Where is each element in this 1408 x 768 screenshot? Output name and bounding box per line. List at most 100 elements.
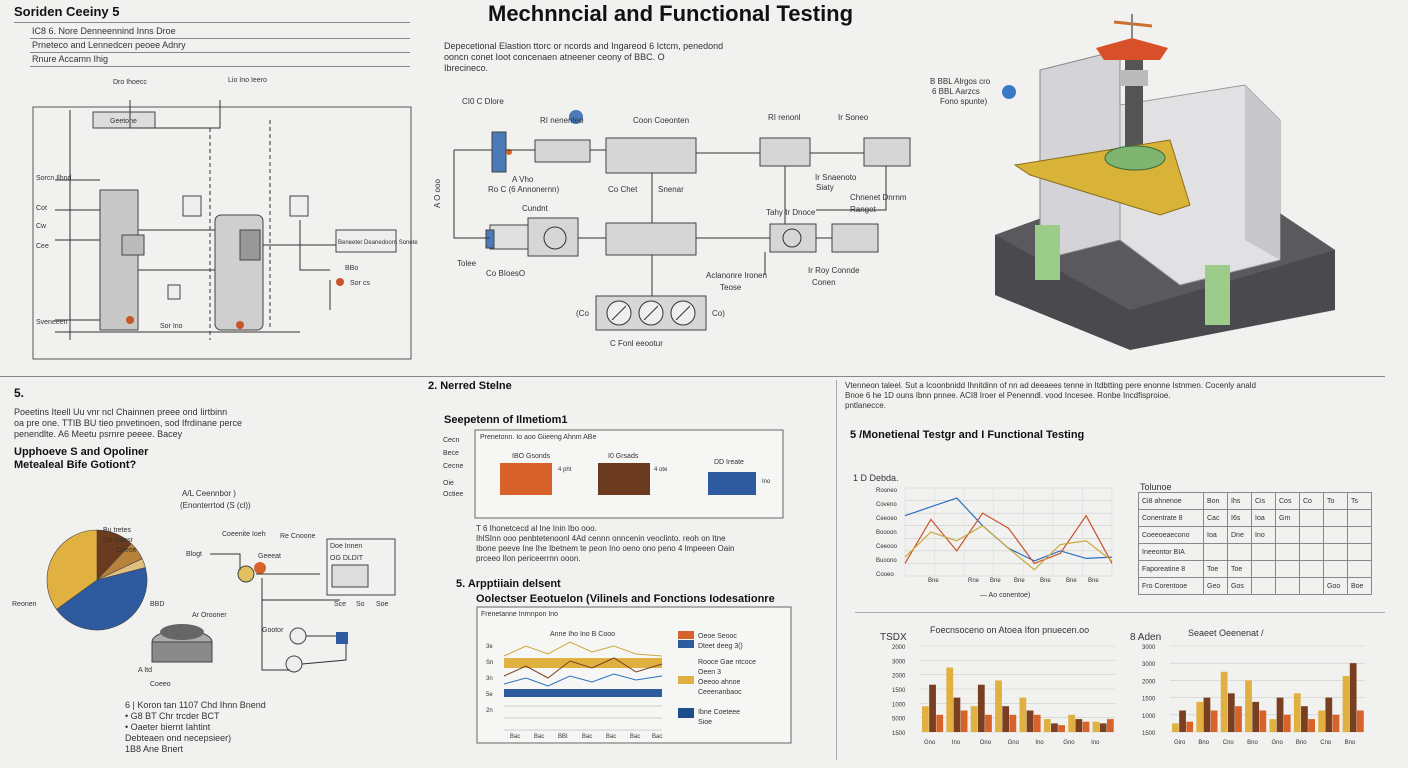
bar [1026,710,1034,732]
bar [1058,725,1065,732]
y-tick: 5e [486,692,493,698]
description-note: Vtenneon taleel. Sut a Icoonbnidd Ihnitd… [845,381,1256,410]
x-tick: Bac [510,734,520,740]
diagram-label: Sor Ino [160,323,183,330]
table-cell [1299,543,1324,561]
bar [1342,676,1350,732]
table-cell [1347,560,1372,578]
y-tick: 3000 [1142,645,1156,651]
diagram-label: Sveneeen [36,319,68,326]
y-tick: 2000 [1142,679,1156,685]
x-tick: Bno [1345,740,1356,746]
series-line [904,524,1113,571]
diagram-label: Sor cs [350,280,370,287]
y-tick: Ceeooo [876,544,898,550]
flow-line [210,553,241,570]
bar [1106,719,1114,732]
schematic-border [32,106,412,360]
y-tick: 1000 [1142,714,1156,720]
table-cell [1275,526,1300,544]
bar [708,472,756,495]
machine-label: Fono spunte) [940,97,987,106]
x-tick: Bac [534,734,544,740]
flow-line [301,644,347,665]
machine-label: 6 BBL Aarzcs [932,87,980,96]
bar [1033,714,1041,732]
flow-label: Coon Coeonten [633,116,689,125]
diagram-label: BBo [345,265,358,272]
pump-node [254,562,266,574]
pipe [299,220,330,271]
legend-label: Dteet deeg 3() [698,643,743,650]
x-tick: Bne [1040,578,1051,584]
x-tick: Gno [1008,740,1020,746]
bar [960,710,968,732]
diagram-label: Ar Orooner [192,612,227,619]
section-heading: Soriden Ceeiny 5 [14,4,120,19]
table-cell: Ioa [1203,526,1228,544]
page-title: Mechnncial and Functional Testing [488,1,854,26]
bar [1227,693,1235,732]
bar [1179,710,1186,732]
bar [953,697,961,732]
table-cell: Toe [1227,560,1252,578]
side-label: Bece [443,450,459,457]
machine-housing-side [1245,85,1280,260]
legend-label: Oeen 3 [698,669,721,676]
chart-title: Seepetenn of Ilmetiom1 [444,414,568,426]
legend-label: Ceeenanbaoc [698,689,742,696]
x-tick: BBI [558,734,568,740]
table-cell [1251,560,1276,578]
x-tick: Bno [1198,740,1209,746]
flow-label: Co Chet [608,185,638,194]
flow-label: Ir Roy Connde [808,266,860,275]
bar [1043,719,1051,732]
bar [1252,701,1260,732]
rotary-top [160,624,204,640]
diagram-label: Bu tretes [103,527,132,534]
x-tick: Bne [928,578,939,584]
divider [14,22,410,23]
table-cell: Cac [1203,509,1228,527]
tick-label: 4 pht [558,467,572,473]
dial [543,226,567,250]
y-tick: 5000 [892,717,906,723]
y-tick: 3000 [1142,662,1156,668]
side-label: Oie [443,480,454,487]
x-tick: Rne [968,578,980,584]
regulator [239,229,261,261]
x-tick: Bac [630,734,640,740]
dial [782,228,802,248]
flow-label: Ro C (6 Annonernn) [488,185,559,194]
y-tick: Buoono [876,558,897,564]
x-tick: Ino [1035,740,1044,746]
table-cell [1227,543,1252,561]
header-line: Prneteco and Lennedcen peoee Adnry [32,40,186,50]
flow-label: Co) [712,309,725,318]
table-cell: Conentrate 8 [1138,509,1204,527]
bar [500,463,552,495]
table-cell [1299,509,1324,527]
y-tick: Sn [486,660,493,666]
bar [1092,721,1100,732]
x-tick: Cno [1223,740,1235,746]
chart-side-label: 8 Aden [1130,632,1162,643]
table-cell: Fro Corentooe [1138,577,1204,595]
diagram-label: Ou Coesr [103,537,134,544]
diagram-label: A Itd [138,667,152,674]
bar [1269,719,1277,732]
bar [1276,697,1284,732]
indicator [569,110,583,124]
bar [1356,710,1364,732]
side-label: Cecne [443,463,463,470]
y-tick: 1500 [892,688,906,694]
table-cell [1299,560,1324,578]
table-cell [1347,526,1372,544]
bar [598,463,650,495]
bar [922,706,929,732]
bar [1068,714,1076,732]
flow-label: Siaty [816,183,834,192]
bar [936,714,944,732]
